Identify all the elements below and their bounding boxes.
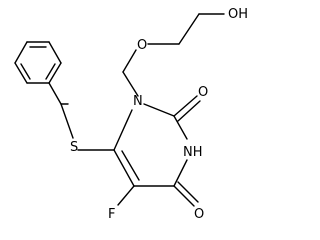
- bond-c2-o2-a: [173, 95, 198, 117]
- bond-ch2-ch2: [178, 13, 200, 45]
- bond-c5-c6-inner: [121, 150, 140, 181]
- atom-labels: OH O N O NH O S F: [70, 7, 248, 222]
- bond-n3-c4: [173, 159, 188, 187]
- bond-ph-6: [14, 41, 28, 64]
- bond-ph-2: [48, 41, 62, 64]
- bond-c4-o4-b: [177, 181, 199, 203]
- bond-n1-c2: [143, 103, 175, 117]
- bonds: [14, 13, 225, 207]
- bond-c4-o4-a: [173, 185, 195, 207]
- bond-c2-n3: [173, 115, 188, 140]
- bond-c5-c6: [113, 149, 135, 187]
- bond-n1-ch2: [122, 71, 139, 97]
- bond-c5-f: [117, 185, 135, 206]
- atom-label-s: S: [70, 140, 78, 155]
- chemical-structure: OH O N O NH O S F: [14, 7, 248, 222]
- atom-label-ether-o: O: [137, 38, 147, 53]
- bond-s-down: [60, 103, 74, 139]
- bond-ph-5-inner: [20, 63, 31, 80]
- atom-label-n1: N: [133, 94, 143, 109]
- atom-label-f: F: [108, 207, 115, 222]
- atom-label-nh: NH: [183, 145, 203, 160]
- bond-ph-link: [48, 82, 62, 105]
- atom-label-o2: O: [198, 85, 208, 100]
- atom-label-o4: O: [194, 207, 204, 222]
- atom-label-oh: OH: [228, 7, 248, 22]
- bond-c2-o2-b: [177, 100, 201, 122]
- bond-ph-3-inner: [45, 63, 56, 80]
- bond-ch2-o: [122, 49, 137, 73]
- bond-ph-3: [48, 62, 62, 84]
- bond-ph-5: [14, 62, 28, 84]
- bond-c6-n1: [113, 109, 133, 151]
